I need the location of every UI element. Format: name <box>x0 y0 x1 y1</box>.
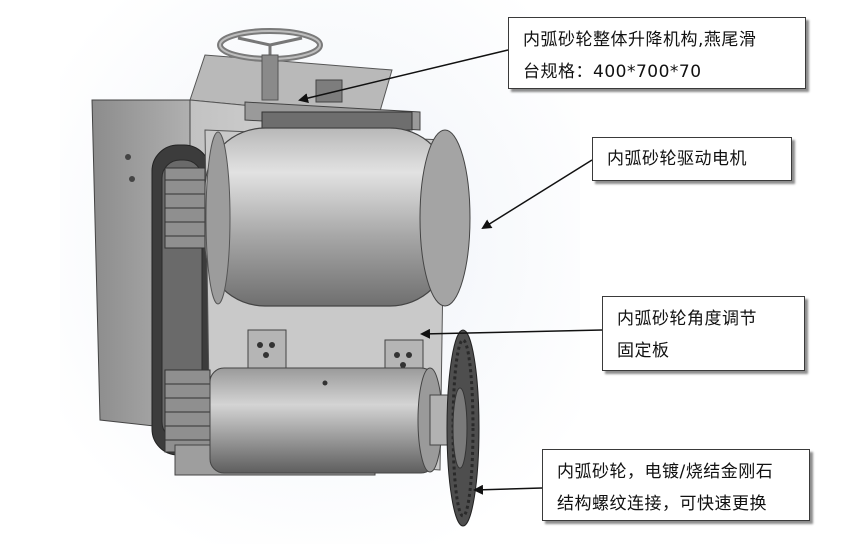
arrow-motor <box>481 159 593 230</box>
callout-lifting-line-2: 台规格：400*700*70 <box>523 62 702 82</box>
arrow-wheel <box>473 484 543 495</box>
callout-plate-line-2: 固定板 <box>617 341 670 361</box>
callout-wheel-line-2: 结构螺纹连接，可快速更换 <box>557 494 767 514</box>
handwheel-icon <box>217 28 323 101</box>
callout-angle-plate: 内弧砂轮角度调节 固定板 <box>602 296 805 371</box>
drive-motor <box>204 127 471 307</box>
callout-grinding-wheel: 内弧砂轮，电镀/烧结金刚石 结构螺纹连接，可快速更换 <box>542 449 810 521</box>
arrow-lifting <box>298 49 509 103</box>
callout-drive-motor: 内弧砂轮驱动电机 <box>592 137 792 181</box>
callout-motor-line-1: 内弧砂轮驱动电机 <box>607 149 747 169</box>
upper-pulley <box>164 167 206 249</box>
spindle-cylinder <box>174 367 461 476</box>
callout-lifting-line-1: 内弧砂轮整体升降机构,燕尾滑 <box>523 30 757 50</box>
gear-wheel-icon <box>446 329 480 527</box>
callout-plate-line-1: 内弧砂轮角度调节 <box>617 309 757 329</box>
lower-pulley <box>164 369 211 453</box>
callout-lifting-mechanism: 内弧砂轮整体升降机构,燕尾滑 台规格：400*700*70 <box>508 17 806 89</box>
top-bracket <box>244 79 421 131</box>
bracket-left <box>247 329 287 371</box>
callout-wheel-line-1: 内弧砂轮，电镀/烧结金刚石 <box>557 462 774 482</box>
arrow-plate <box>420 328 603 339</box>
callout-arrows <box>298 49 603 495</box>
